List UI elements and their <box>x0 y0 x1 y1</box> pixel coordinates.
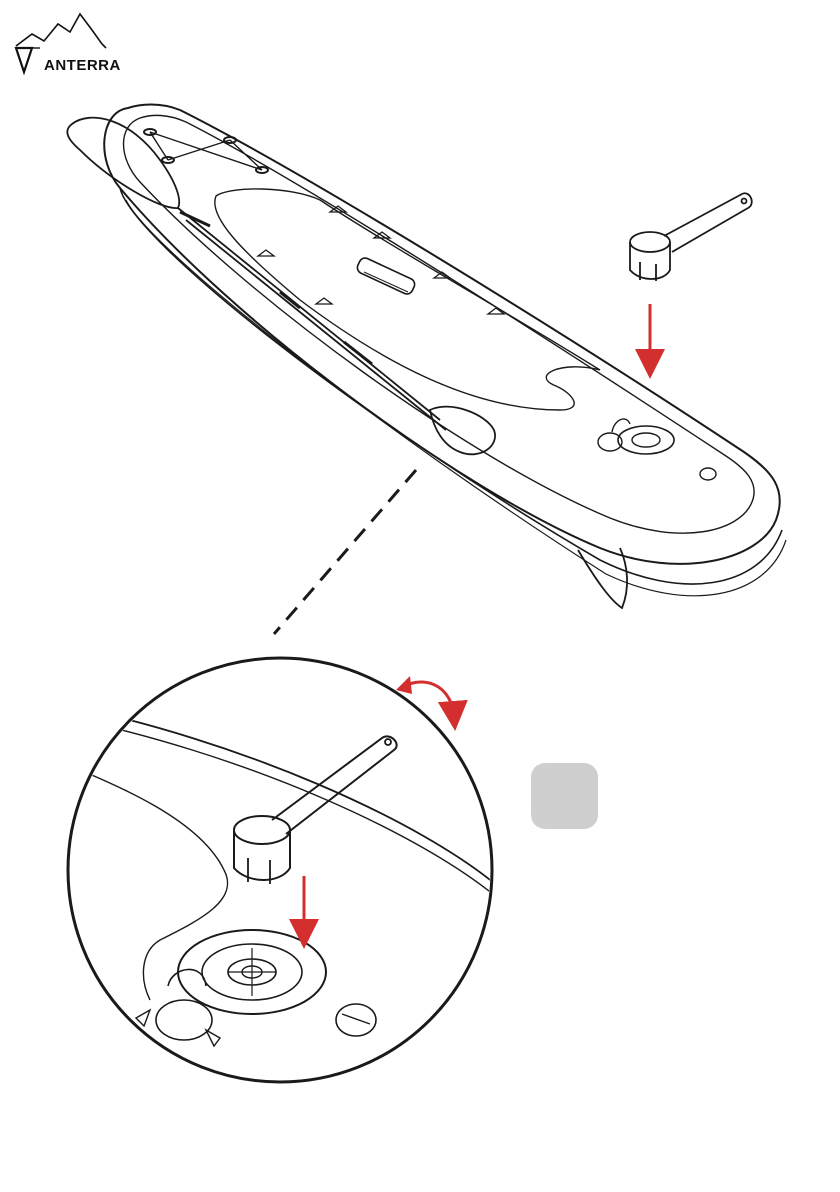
step-number <box>531 763 598 829</box>
paddle <box>67 118 495 455</box>
detail-leader-line <box>274 470 416 634</box>
valve-wrench-icon <box>630 193 752 281</box>
valve-closeup-circle <box>60 658 500 1082</box>
sup-board <box>104 105 786 609</box>
